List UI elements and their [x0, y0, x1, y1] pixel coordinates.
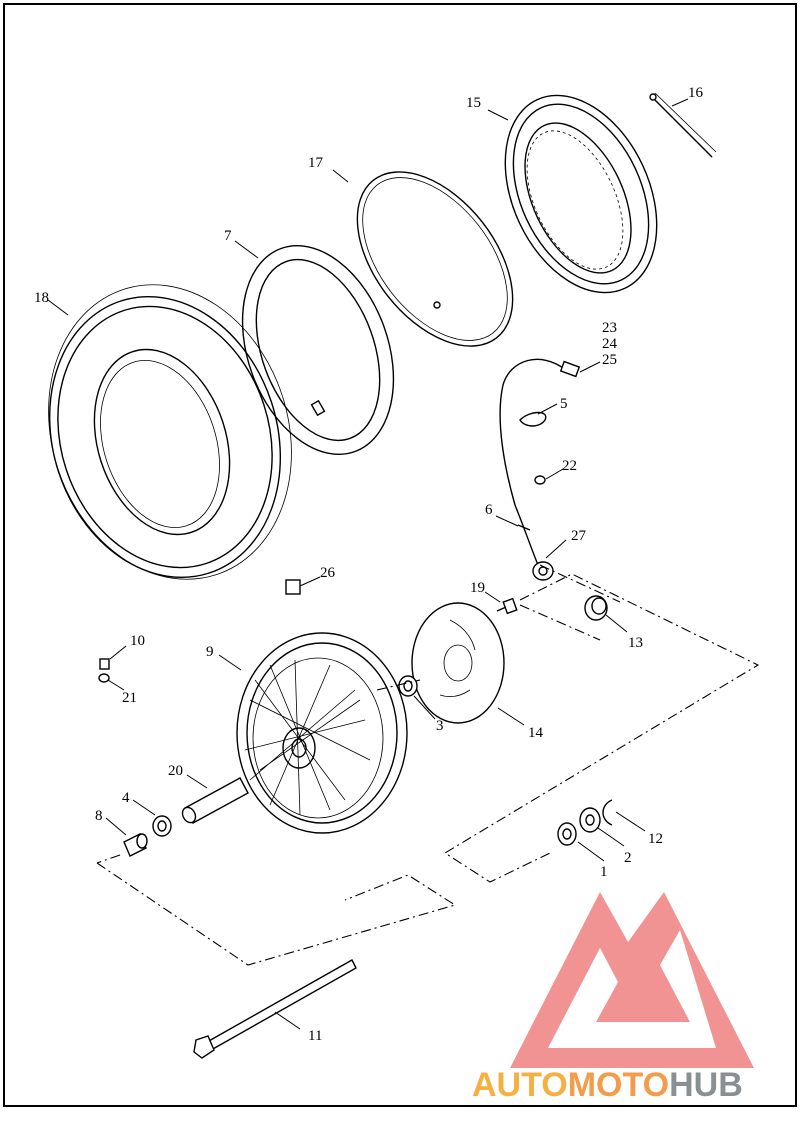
- washer: [557, 822, 577, 846]
- callout-25: 25: [602, 352, 617, 368]
- diagram-border: [3, 3, 797, 1107]
- callout-20: 20: [168, 763, 183, 779]
- axle-sleeve: [181, 777, 249, 824]
- spoke-wheel: [236, 632, 408, 834]
- callout-4: 4: [122, 790, 130, 806]
- spacer: [584, 595, 608, 621]
- callout-26: 26: [320, 565, 336, 581]
- callout-10: 10: [130, 633, 145, 649]
- callout-14: 14: [528, 725, 544, 741]
- axle: [193, 959, 357, 1059]
- spoke: [649, 92, 717, 158]
- leader-lines: [47, 98, 689, 1030]
- wheel-rim: [504, 94, 658, 294]
- spacer-left: [123, 833, 148, 857]
- callout-12: 12: [648, 831, 663, 847]
- callout-9: 9: [206, 644, 214, 660]
- bearing-left: [152, 815, 172, 837]
- callout-18: 18: [34, 290, 49, 306]
- callout-15: 15: [466, 95, 481, 111]
- rim-strip: [356, 171, 514, 347]
- watermark-logo: [510, 892, 754, 1068]
- wheel-speed-sensor: [499, 358, 581, 581]
- callout-7: 7: [224, 228, 232, 244]
- axle-nut: [579, 807, 601, 833]
- watermark-hub: HUB: [669, 1066, 743, 1104]
- callout-2: 2: [624, 850, 632, 866]
- callout-5: 5: [560, 396, 568, 412]
- watermark-text: AUTOMOTOHUB: [472, 1066, 743, 1104]
- callouts: 1 2 3 4 5 6 7 8 9 10 11 12 13 14 15 16 1…: [34, 85, 704, 1044]
- callout-13: 13: [628, 635, 643, 651]
- callout-24: 24: [602, 336, 618, 352]
- callout-27: 27: [571, 528, 587, 544]
- callout-11: 11: [308, 1028, 322, 1044]
- watermark-moto: MOTO: [568, 1066, 669, 1104]
- rotor-bolt: [496, 597, 518, 615]
- callout-1: 1: [600, 864, 608, 880]
- valve-cap: [98, 658, 110, 683]
- callout-6: 6: [485, 502, 493, 518]
- brake-rotor: [411, 602, 505, 724]
- alignment-lines: [96, 564, 760, 966]
- callout-17: 17: [308, 155, 324, 171]
- watermark-auto: AUTO: [472, 1066, 568, 1104]
- callout-22: 22: [562, 458, 577, 474]
- label-sticker: [285, 579, 301, 595]
- callout-23: 23: [602, 320, 617, 336]
- wheel-bearing: [398, 675, 418, 697]
- callout-19: 19: [470, 580, 485, 596]
- callout-3: 3: [436, 718, 444, 734]
- callout-21: 21: [122, 690, 137, 706]
- inner-tube: [241, 245, 395, 455]
- callout-8: 8: [95, 808, 103, 824]
- callout-16: 16: [688, 85, 704, 101]
- retaining-clip: [602, 799, 613, 826]
- tire: [48, 284, 292, 580]
